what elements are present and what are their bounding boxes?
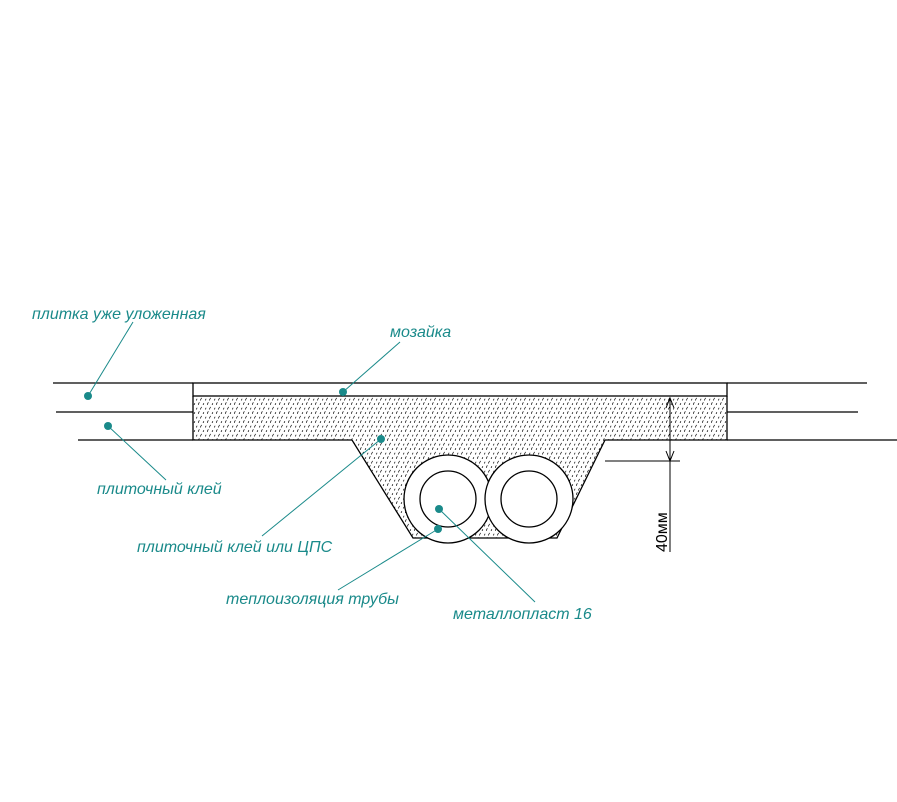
dimension-label: 40мм: [654, 512, 671, 552]
pipe-left: [403, 454, 493, 544]
label-tile-adhesive: плиточный клей: [97, 481, 222, 498]
leader-adhesive-or-cps: [261, 438, 382, 537]
leader-tile-laid: [87, 321, 134, 397]
leader-dot-mosaic: [339, 388, 347, 396]
dimension-arrow-bottom: [665, 450, 675, 463]
pipe-left-tube: [419, 470, 477, 528]
label-adhesive-or-cps: плиточный клей или ЦПС: [137, 539, 333, 556]
leader-dot-tile-laid: [84, 392, 92, 400]
leader-tile-adhesive: [107, 425, 167, 481]
label-tile-laid: плитка уже уложенная: [32, 306, 206, 323]
leader-metal-plastic: [438, 508, 536, 603]
leader-mosaic: [342, 341, 401, 393]
leader-dot-pipe-insulation: [434, 525, 442, 533]
dimension-arrow-top: [665, 396, 675, 409]
leader-dot-tile-adhesive: [104, 422, 112, 430]
label-metal-plastic: металлопласт 16: [453, 606, 592, 623]
label-mosaic: мозайка: [390, 324, 451, 341]
pipe-right: [484, 454, 574, 544]
adhesive-layer-outline: [192, 396, 728, 539]
leader-dot-adhesive-or-cps: [377, 435, 385, 443]
leader-pipe-insulation: [337, 528, 439, 591]
mosaic-layer: [192, 382, 728, 397]
pipe-right-tube: [500, 470, 558, 528]
label-pipe-insulation: теплоизоляция трубы: [226, 591, 399, 608]
dimension-40mm: 40мм: [605, 396, 680, 552]
leader-dot-metal-plastic: [435, 505, 443, 513]
